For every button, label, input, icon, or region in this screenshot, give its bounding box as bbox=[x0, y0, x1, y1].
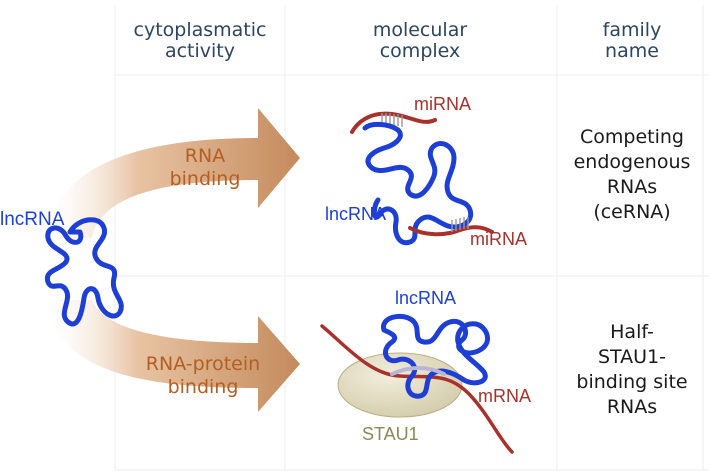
complex1-mirna-bottom-label: miRNA bbox=[470, 229, 527, 249]
stau1-protein bbox=[337, 352, 463, 418]
activity-rna-protein-binding-label: RNA-protein binding bbox=[145, 353, 261, 398]
complex2-lncrna-label: lncRNA bbox=[395, 288, 456, 308]
table-grid bbox=[114, 5, 709, 471]
family-cerna: Competing endogenous RNAs (ceRNA) bbox=[573, 126, 691, 223]
activity-rna-binding-label: RNA binding bbox=[169, 145, 241, 190]
family-half-stau1: Half- STAU1- binding site RNAs bbox=[576, 321, 688, 418]
source-lncrna-label: lncRNA bbox=[0, 209, 65, 230]
complex1-lncrna-label: lncRNA bbox=[325, 204, 386, 224]
header-cytoplasmatic-activity: cytoplasmatic activity bbox=[133, 19, 267, 62]
mrna-strand bbox=[320, 324, 514, 454]
mirna-bottom-pairing bbox=[451, 217, 469, 232]
complex2-mrna-label: mRNA bbox=[478, 386, 531, 406]
mirna-top-strand bbox=[350, 111, 437, 134]
arrow-rna-protein-binding bbox=[48, 300, 300, 412]
arrow-rna-binding bbox=[48, 108, 300, 238]
header-molecular-complex: molecular complex bbox=[372, 19, 468, 62]
stau1-binding-site bbox=[390, 366, 446, 376]
complex-lncrna-squiggle-2 bbox=[381, 313, 491, 399]
complex-lncrna-squiggle-1 bbox=[362, 121, 474, 246]
complex1-mirna-top-label: miRNA bbox=[414, 94, 471, 114]
header-family-name: family name bbox=[602, 19, 662, 62]
source-lncrna-squiggle bbox=[44, 217, 124, 327]
complex2-stau1-label: STAU1 bbox=[362, 424, 419, 444]
